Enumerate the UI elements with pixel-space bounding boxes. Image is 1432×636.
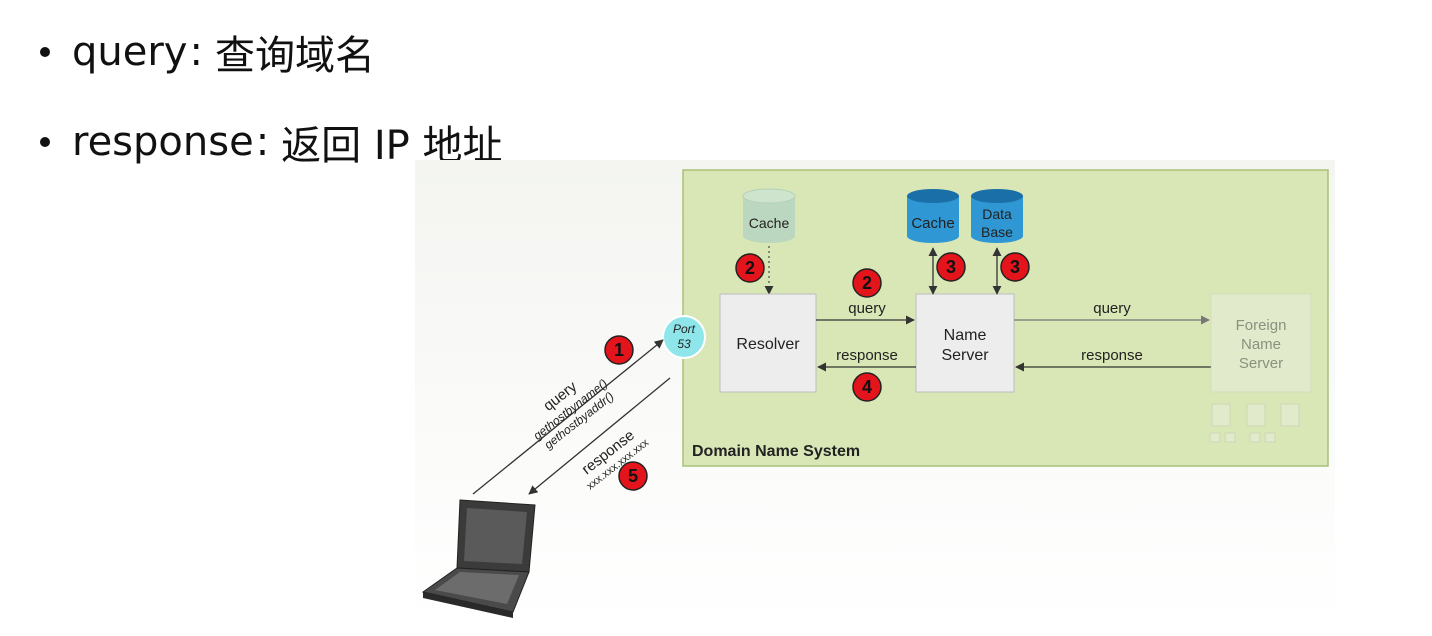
bullet-dot	[40, 137, 50, 147]
resolver-cache-icon	[742, 188, 796, 243]
foreign-label-3: Server	[1239, 355, 1283, 372]
name-server-label-2: Server	[941, 347, 989, 364]
bullet-dot	[40, 47, 50, 57]
name-server-cache-label: Cache	[911, 215, 954, 232]
step-badge-5: 5	[618, 461, 648, 491]
step-badge-2-cache: 2	[735, 253, 765, 283]
resolver-box	[719, 293, 817, 393]
client-query-arrow	[472, 339, 664, 495]
step-badge-3-db: 3	[1000, 252, 1030, 282]
port-53-bubble	[662, 315, 706, 359]
svg-text:2: 2	[745, 258, 755, 278]
foreign-query-label: query	[1093, 300, 1131, 317]
svg-text:1: 1	[614, 340, 624, 360]
bullet-key: query	[72, 29, 188, 75]
step-badge-4: 4	[852, 372, 882, 402]
resolver-label: Resolver	[736, 336, 800, 353]
bullet-separator: :	[255, 119, 270, 165]
resolver-response-label: response	[836, 347, 898, 364]
client-response-arrow	[528, 377, 671, 495]
resolver-cache-label: Cache	[749, 215, 790, 231]
foreign-response-label: response	[1081, 347, 1143, 364]
dns-diagram: Domain Name System Cache Resolver Name S…	[415, 160, 1335, 628]
svg-text:4: 4	[862, 377, 872, 397]
name-server-cache-icon	[907, 189, 959, 243]
bullet-query: query : 查询域名	[40, 22, 503, 82]
bullet-list: query : 查询域名 response : 返回 IP 地址	[40, 22, 503, 202]
port-label: Port	[673, 322, 696, 336]
step-badge-3-cache: 3	[936, 252, 966, 282]
name-server-label-1: Name	[944, 327, 987, 344]
name-server-box	[915, 293, 1015, 393]
laptop-icon	[421, 499, 536, 618]
database-icon	[971, 189, 1023, 243]
foreign-label-1: Foreign	[1236, 317, 1287, 334]
svg-text:5: 5	[628, 466, 638, 486]
foreign-label-2: Name	[1241, 336, 1281, 353]
database-label-1: Data	[982, 206, 1012, 222]
svg-text:2: 2	[862, 273, 872, 293]
bullet-text: 查询域名	[214, 33, 375, 79]
step-badge-2-query: 2	[852, 268, 882, 298]
svg-text:3: 3	[1010, 257, 1020, 277]
svg-text:3: 3	[946, 257, 956, 277]
bullet-response: response : 返回 IP 地址	[40, 112, 503, 172]
bullet-key: response	[72, 119, 254, 165]
bullet-separator: :	[189, 29, 203, 75]
database-label-2: Base	[981, 224, 1013, 240]
resolver-query-label: query	[848, 300, 886, 317]
dns-system-label: Domain Name System	[692, 443, 860, 460]
step-badge-1: 1	[604, 335, 634, 365]
port-number: 53	[677, 337, 691, 351]
foreign-name-server-box	[1209, 293, 1312, 443]
